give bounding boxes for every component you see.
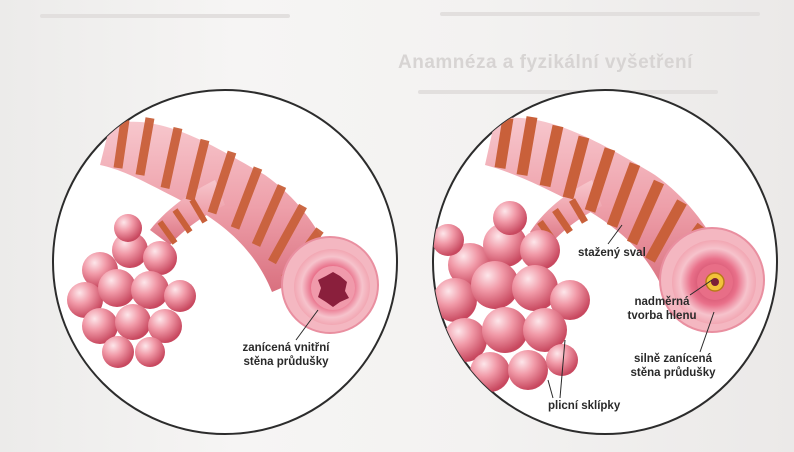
label-inflamed-wall-line2: stěna průdušky <box>226 355 346 369</box>
label-severely-inflamed-wall-line2: stěna průdušky <box>618 366 728 380</box>
label-inflamed-wall-line1: zanícená vnitřní <box>226 341 346 355</box>
label-inflamed-wall: zanícená vnitřní stěna průdušky <box>226 341 346 369</box>
label-excess-mucus-line2: tvorba hlenu <box>612 309 712 323</box>
label-alveoli: plicní sklípky <box>548 399 620 413</box>
label-excess-mucus-line1: nadměrná <box>612 295 712 309</box>
left-panel-normal-bronchus <box>53 90 397 434</box>
label-excess-mucus: nadměrná tvorba hlenu <box>612 295 712 323</box>
right-panel-asthmatic-bronchus <box>432 90 777 434</box>
label-contracted-muscle: stažený sval <box>578 246 646 260</box>
label-severely-inflamed-wall: silně zanícená stěna průdušky <box>618 352 728 380</box>
label-severely-inflamed-wall-line1: silně zanícená <box>618 352 728 366</box>
